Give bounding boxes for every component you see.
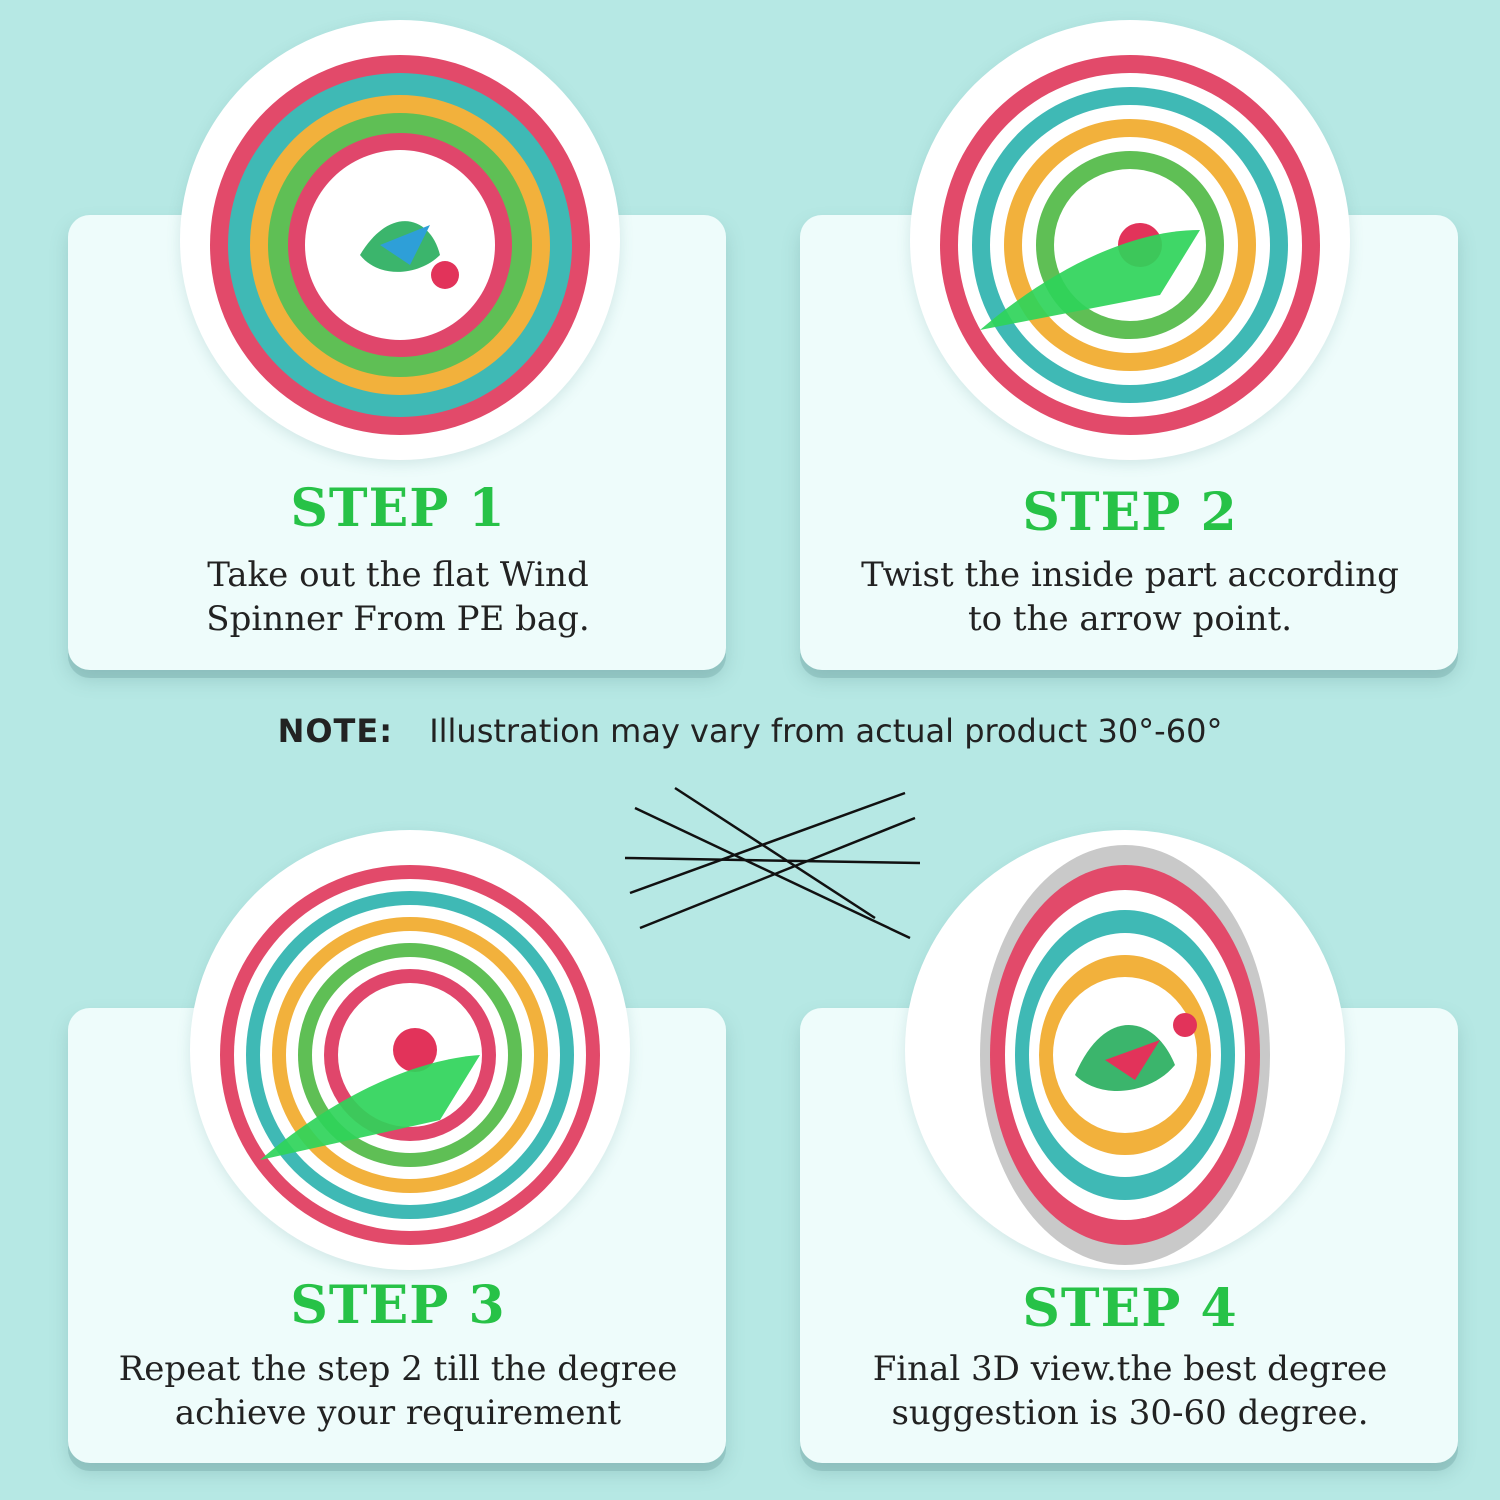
step-2-line-2: to the arrow point. <box>967 599 1293 639</box>
step-3-image <box>190 830 630 1270</box>
step-2-title: STEP 2 <box>1022 482 1238 543</box>
twist-arrow-icon <box>260 1055 480 1160</box>
wind-spinner-icon <box>220 865 600 1245</box>
hook-wire-icon <box>624 786 921 940</box>
note-text: Illustration may vary from actual produc… <box>429 712 1223 750</box>
step-3-title: STEP 3 <box>290 1275 506 1336</box>
step-4-line-2: suggestion is 30-60 degree. <box>891 1393 1369 1433</box>
step-1-image <box>180 20 620 460</box>
step-2-description: Twist the inside part according to the a… <box>800 553 1460 641</box>
step-3-line-2: achieve your requirement <box>174 1393 622 1433</box>
wind-spinner-icon <box>210 55 590 435</box>
step-1-line-1: Take out the flat Wind <box>207 555 589 595</box>
step-3-line-1: Repeat the step 2 till the degree <box>118 1349 678 1389</box>
note-label: NOTE: <box>277 712 394 750</box>
step-4-description: Final 3D view.the best degree suggestion… <box>800 1347 1460 1435</box>
twist-arrow-icon <box>980 230 1200 330</box>
step-2-image <box>910 20 1350 460</box>
step-2-line-1: Twist the inside part according <box>861 555 1399 595</box>
step-4-line-1: Final 3D view.the best degree <box>872 1349 1388 1389</box>
wind-spinner-icon <box>980 845 1270 1265</box>
step-4-image <box>905 830 1345 1270</box>
step-1-description: Take out the flat Wind Spinner From PE b… <box>68 553 728 641</box>
step-1-title: STEP 1 <box>290 478 506 539</box>
step-1-line-2: Spinner From PE bag. <box>206 599 590 639</box>
step-4-title: STEP 4 <box>1022 1278 1238 1339</box>
note: NOTE: Illustration may vary from actual … <box>0 712 1500 750</box>
step-3-description: Repeat the step 2 till the degree achiev… <box>68 1347 728 1435</box>
